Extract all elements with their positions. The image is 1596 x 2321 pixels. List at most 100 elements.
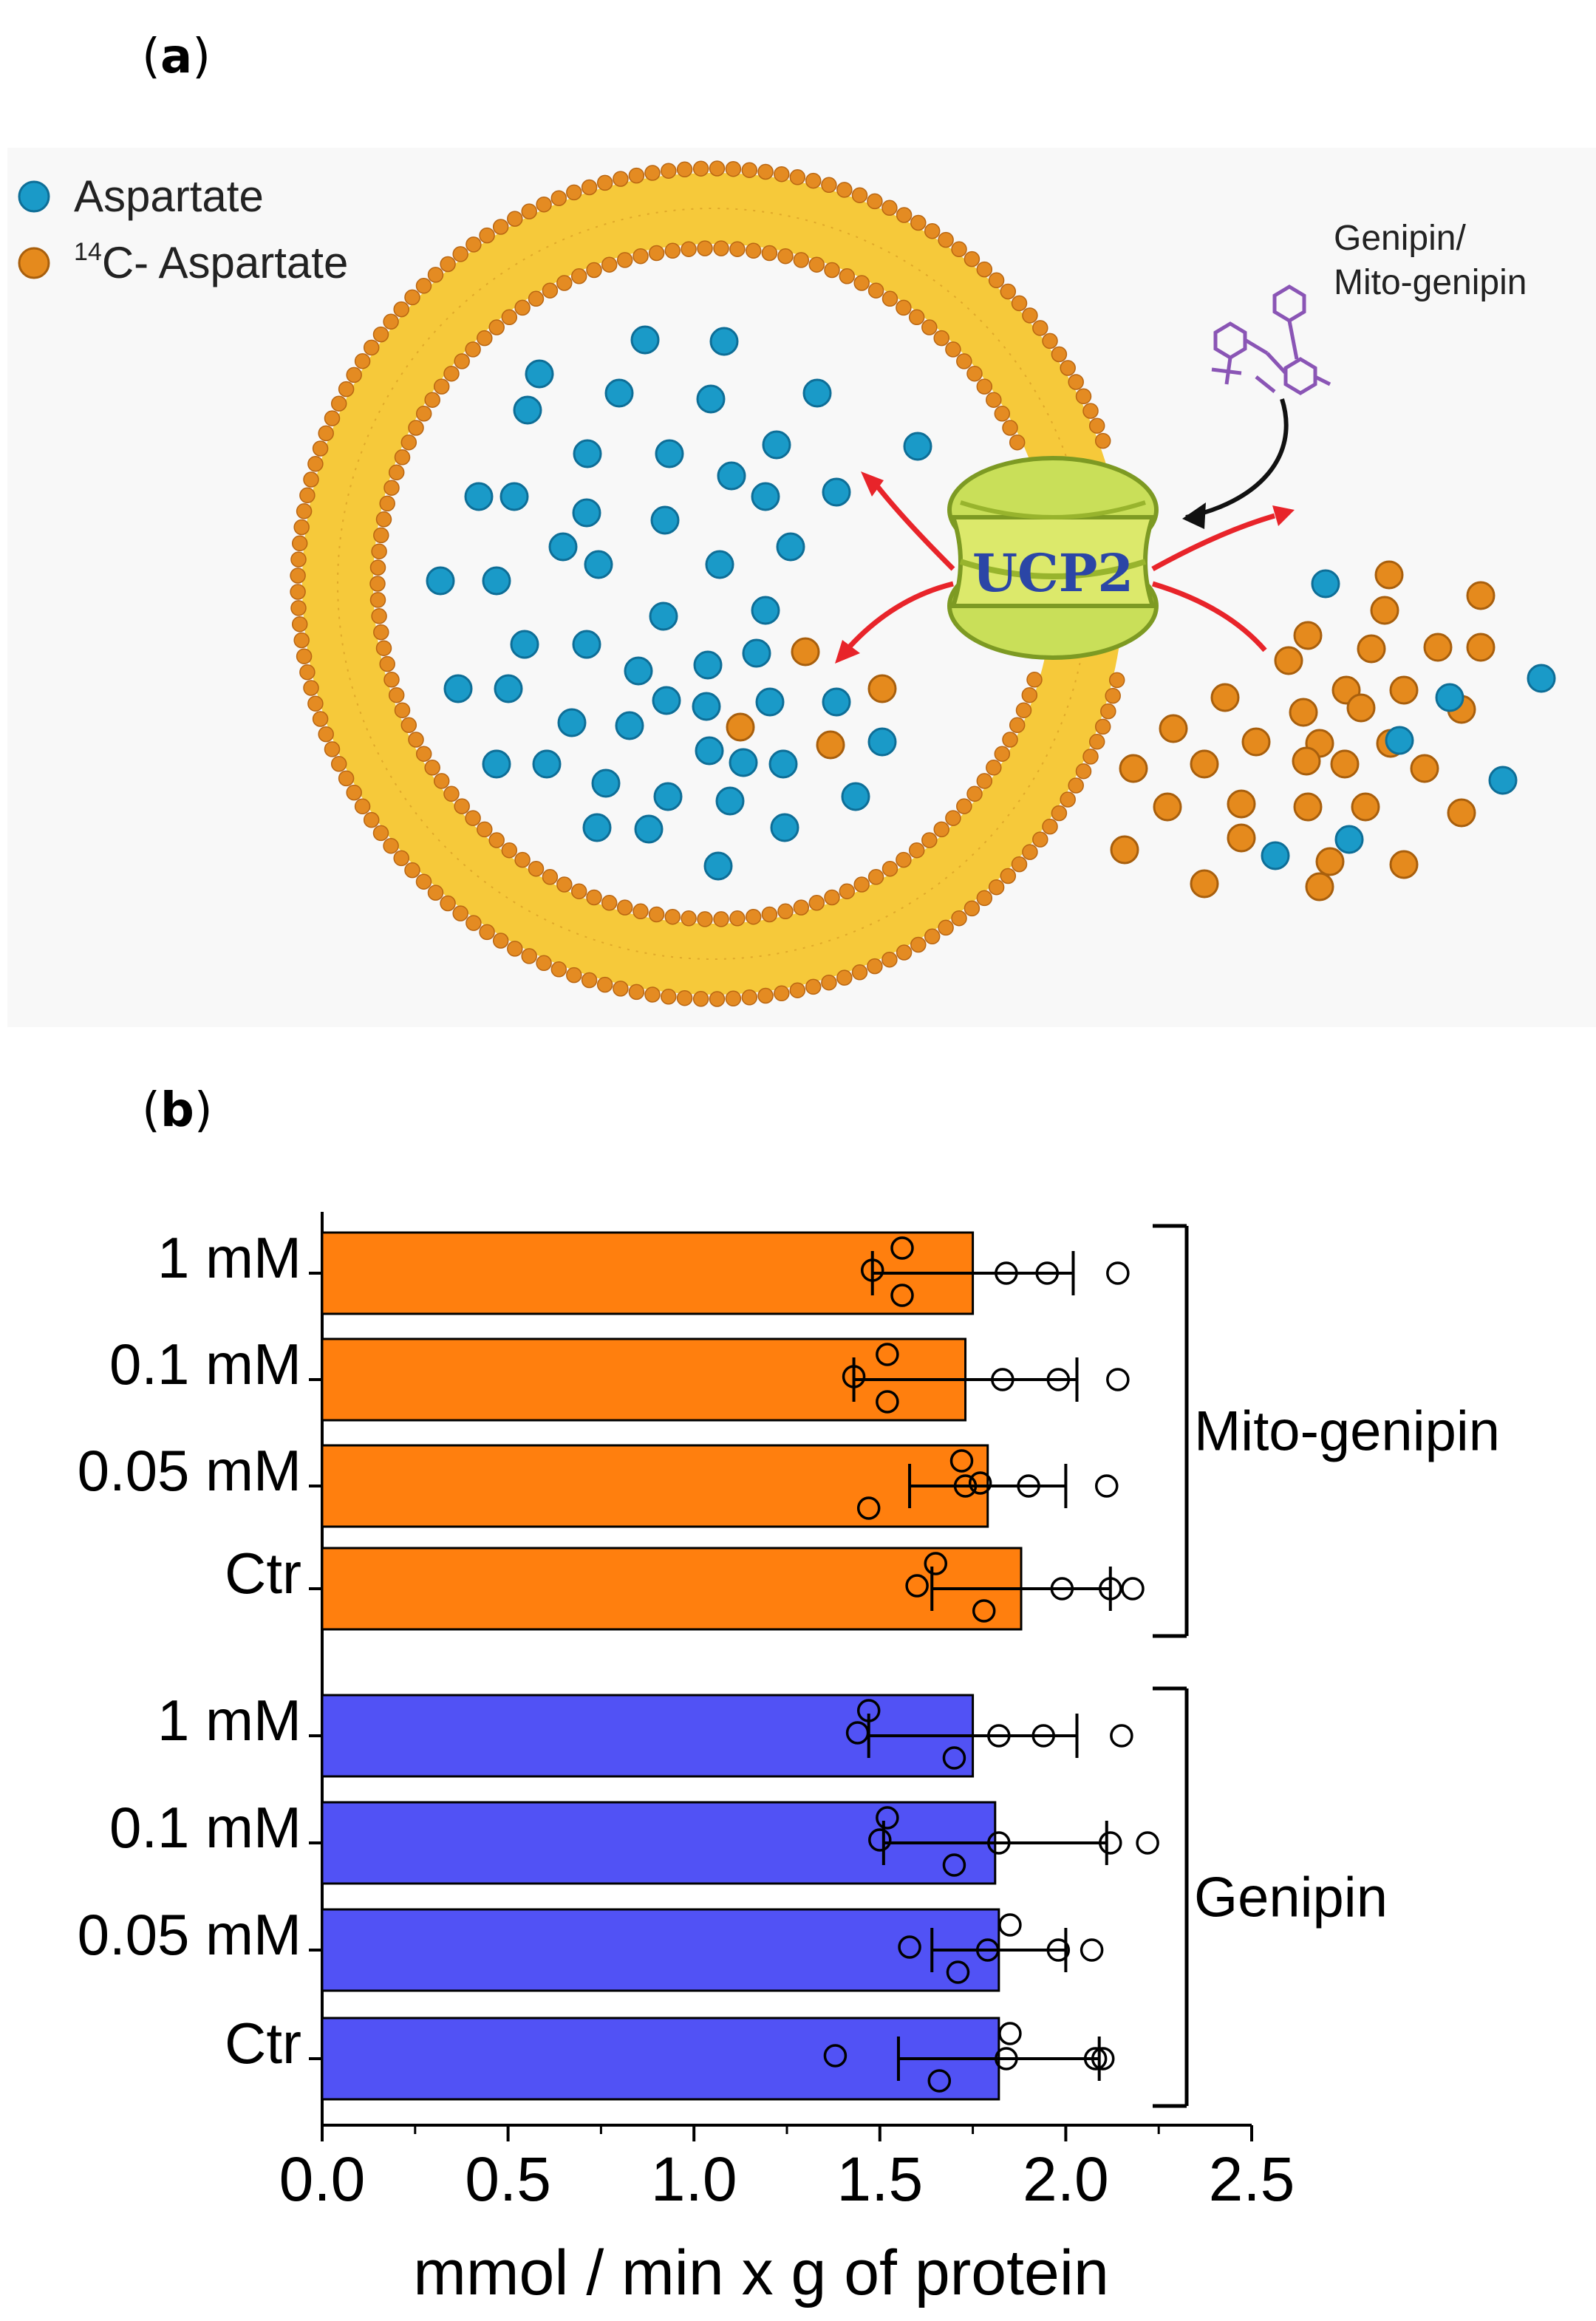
membrane-outer-head <box>851 187 868 203</box>
data-point <box>1050 1577 1074 1601</box>
membrane-outer-head <box>1051 346 1068 363</box>
inner-aspartate-dot <box>482 566 511 596</box>
membrane-inner-head <box>1026 672 1043 688</box>
membrane-inner-head <box>713 911 729 927</box>
membrane-inner-head <box>379 495 395 512</box>
membrane-outer-head <box>1094 718 1111 735</box>
membrane-outer-head <box>354 798 371 815</box>
data-point <box>1099 1831 1122 1855</box>
membrane-outer-head <box>1032 320 1048 336</box>
membrane-inner-head <box>424 760 440 776</box>
membrane-outer-head <box>709 991 726 1007</box>
membrane-inner-head <box>976 378 993 395</box>
membrane-inner-head <box>408 732 424 748</box>
membrane-outer-head <box>1094 432 1111 449</box>
membrane-inner-head <box>454 798 470 814</box>
membrane-outer-head <box>1060 791 1076 808</box>
membrane-inner-head <box>793 899 810 916</box>
membrane-outer-head <box>789 169 806 185</box>
membrane-outer-head <box>427 885 444 901</box>
membrane-inner-head <box>383 672 400 688</box>
data-point <box>856 1699 881 1722</box>
membrane-outer-head <box>290 551 307 568</box>
outer-c14-dot <box>1241 727 1271 757</box>
data-bar <box>321 1547 1023 1631</box>
membrane-inner-head <box>379 655 395 672</box>
data-point <box>975 1938 1000 1962</box>
x-axis-label: mmol / min x g of protein <box>413 2238 1109 2308</box>
membrane-outer-head <box>836 182 853 198</box>
membrane-outer-head <box>805 978 822 995</box>
outer-aspartate-dot <box>1488 766 1518 795</box>
membrane-inner-head <box>528 860 545 877</box>
membrane-outer-head <box>479 924 495 941</box>
data-point <box>1099 1577 1122 1601</box>
membrane-inner-head <box>375 640 392 656</box>
membrane-inner-head <box>966 785 983 802</box>
data-point <box>924 1552 948 1575</box>
inner-aspartate-dot <box>482 749 511 779</box>
data-point <box>1017 1474 1040 1498</box>
membrane-outer-head <box>692 991 709 1007</box>
legend-c14-marker <box>18 247 50 279</box>
membrane-outer-head <box>1068 374 1084 390</box>
membrane-inner-head <box>808 256 825 273</box>
legend-aspartate-marker <box>18 180 50 213</box>
membrane-inner-head <box>681 241 697 257</box>
y-category-label: Ctr <box>225 2011 301 2076</box>
y-category-label: 1 mM <box>157 1225 301 1290</box>
data-point <box>1083 2047 1108 2071</box>
ucp2-protein <box>947 456 1159 660</box>
data-point <box>890 1236 914 1260</box>
x-tick-label: 0.5 <box>465 2144 551 2214</box>
membrane-outer-head <box>613 981 629 997</box>
outer-c14-dot <box>1110 835 1139 865</box>
membrane-outer-head <box>536 955 552 972</box>
data-point <box>1046 1938 1071 1962</box>
membrane-outer-head <box>466 915 482 931</box>
inner-aspartate-dot <box>696 384 726 414</box>
membrane-outer-head <box>789 982 806 998</box>
x-tick-label: 0.0 <box>279 2144 366 2214</box>
inner-aspartate-dot <box>513 395 542 425</box>
membrane-inner-head <box>465 810 481 826</box>
membrane-outer-head <box>299 487 316 504</box>
membrane-inner-head <box>793 252 810 268</box>
panel-b-letter: b <box>160 1083 194 1138</box>
membrane-inner-head <box>933 821 949 838</box>
membrane-inner-head <box>1009 717 1026 734</box>
membrane-inner-head <box>945 341 961 358</box>
data-bar <box>321 1444 989 1528</box>
outer-c14-dot <box>1190 869 1219 899</box>
membrane-outer-head <box>492 933 509 949</box>
outer-c14-dot <box>1292 746 1321 776</box>
ucp2-label: UCP2 <box>972 542 1133 604</box>
outer-c14-dot <box>1466 633 1496 662</box>
data-bar <box>321 1908 1000 1992</box>
membrane-inner-head <box>976 773 993 789</box>
membrane-outer-head <box>404 862 420 879</box>
data-point <box>995 2047 1018 2071</box>
membrane-outer-head <box>757 987 774 1004</box>
membrane-inner-head <box>986 760 1002 776</box>
outer-c14-dot <box>1293 792 1323 822</box>
inner-c14-dot <box>867 674 897 703</box>
membrane-inner-head <box>681 910 697 927</box>
membrane-inner-head <box>1002 732 1018 748</box>
inner-aspartate-dot <box>717 461 746 491</box>
data-point <box>842 1365 866 1388</box>
data-point <box>823 2044 848 2068</box>
membrane-outer-head <box>363 339 380 356</box>
outer-c14-dot <box>1447 798 1476 828</box>
membrane-outer-head <box>910 936 927 953</box>
membrane-outer-head <box>774 985 790 1002</box>
membrane-outer-head <box>307 695 324 712</box>
outer-c14-dot <box>1374 560 1404 590</box>
outer-c14-dot <box>1159 714 1188 743</box>
membrane-inner-head <box>956 798 972 814</box>
membrane-inner-head <box>824 262 840 279</box>
membrane-outer-head <box>676 161 693 178</box>
outer-c14-dot <box>1227 823 1256 853</box>
membrane-outer-head <box>774 166 790 183</box>
outer-c14-dot <box>1227 789 1256 819</box>
